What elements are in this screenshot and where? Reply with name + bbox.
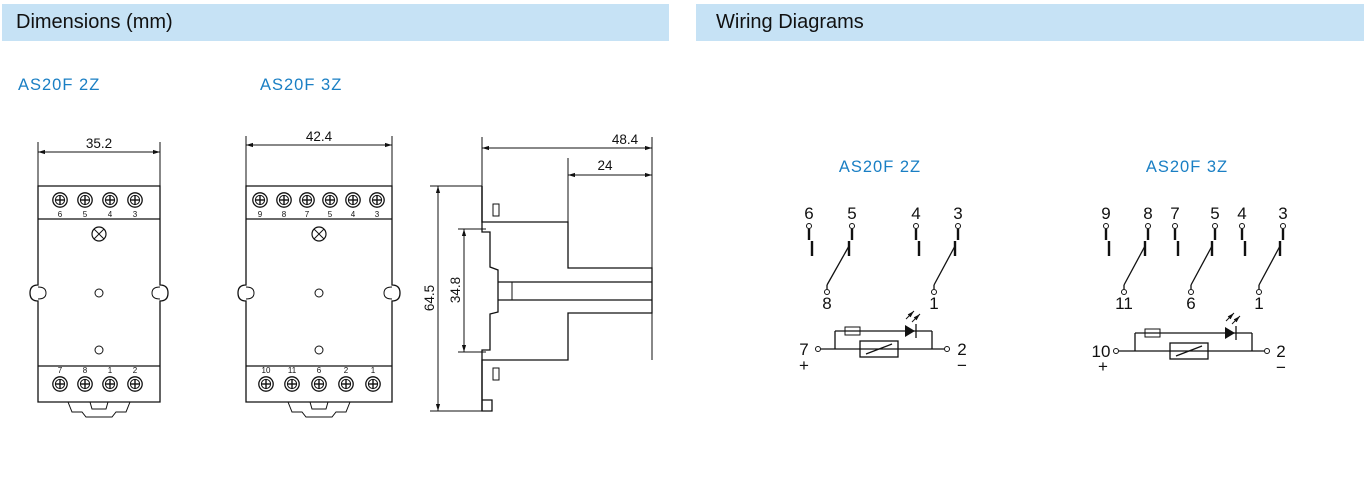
polarity-plus: + — [799, 356, 809, 375]
wiring-diagram-3z: 9 8 7 5 4 3 11 6 — [1092, 204, 1288, 377]
pin-label: 9 — [258, 210, 263, 219]
terminal-label: 4 — [911, 204, 920, 223]
relay-coil-icon — [1169, 342, 1209, 360]
width-dimension-3z: 42.4 — [306, 129, 333, 144]
terminal-label: 4 — [1237, 204, 1246, 223]
rail-height-dimension: 34.8 — [448, 277, 463, 303]
pin-label: 1 — [371, 366, 376, 375]
led-icon — [1225, 327, 1235, 339]
model-label-3z: AS20F 3Z — [260, 76, 342, 94]
led-icon — [905, 325, 915, 337]
wiring-model-label-2z: AS20F 2Z — [839, 158, 921, 176]
polarity-minus: − — [957, 356, 967, 375]
pin-label: 11 — [288, 366, 297, 375]
pin-label: 3 — [375, 210, 380, 219]
terminal-label: 1 — [929, 294, 938, 313]
terminal-label: 8 — [822, 294, 831, 313]
pin-label: 7 — [305, 210, 310, 219]
resistor-icon — [1144, 328, 1161, 338]
pin-label: 3 — [133, 210, 138, 219]
terminal-label: 10 — [1092, 342, 1111, 361]
dimensions-header: Dimensions (mm) — [2, 4, 669, 41]
pin-label: 6 — [317, 366, 322, 375]
pin-label: 10 — [262, 366, 271, 375]
terminal-label: 3 — [1278, 204, 1287, 223]
indicator-lamp-icon — [91, 226, 107, 242]
front-view-2z: 35.2 6 5 4 3 7 8 1 2 — [29, 136, 169, 418]
resistor-icon — [844, 326, 861, 336]
terminal-label: 1 — [1254, 294, 1263, 313]
inner-depth-dimension: 24 — [597, 158, 613, 173]
pin-label: 2 — [133, 366, 138, 375]
terminal-label: 5 — [847, 204, 856, 223]
model-label-2z: AS20F 2Z — [18, 76, 100, 94]
terminal-label: 8 — [1143, 204, 1152, 223]
pin-label: 8 — [83, 366, 88, 375]
wiring-model-label-3z: AS20F 3Z — [1146, 158, 1228, 176]
terminal-label: 3 — [953, 204, 962, 223]
terminal-label: 2 — [957, 340, 966, 359]
relay-coil-icon — [859, 340, 899, 358]
side-view: 48.4 24 64.5 34.8 — [422, 132, 653, 412]
width-dimension-2z: 35.2 — [86, 136, 112, 151]
wiring-diagrams-header: Wiring Diagrams — [696, 4, 1364, 41]
pin-label: 4 — [108, 210, 113, 219]
wiring-diagram-2z: 6 5 4 3 8 1 7 + 2 − — [799, 204, 967, 375]
terminal-label: 6 — [1186, 294, 1195, 313]
height-dimension: 64.5 — [422, 285, 437, 311]
front-view-3z: 42.4 9 8 7 5 4 3 10 11 6 2 1 — [237, 129, 401, 418]
terminal-label: 6 — [804, 204, 813, 223]
terminal-label: 2 — [1276, 342, 1285, 361]
polarity-plus: + — [1098, 357, 1108, 376]
pin-label: 1 — [108, 366, 113, 375]
terminal-label: 11 — [1115, 294, 1133, 313]
pin-label: 5 — [328, 210, 333, 219]
indicator-lamp-icon — [311, 226, 327, 242]
terminal-label: 5 — [1210, 204, 1219, 223]
pin-label: 6 — [58, 210, 63, 219]
terminal-label: 9 — [1101, 204, 1110, 223]
pin-label: 8 — [282, 210, 287, 219]
depth-dimension: 48.4 — [612, 132, 639, 147]
pin-label: 7 — [58, 366, 63, 375]
terminal-label: 7 — [799, 340, 808, 359]
terminal-label: 7 — [1170, 204, 1179, 223]
pin-label: 4 — [351, 210, 356, 219]
polarity-minus: − — [1276, 358, 1286, 377]
pin-label: 5 — [83, 210, 88, 219]
pin-label: 2 — [344, 366, 349, 375]
